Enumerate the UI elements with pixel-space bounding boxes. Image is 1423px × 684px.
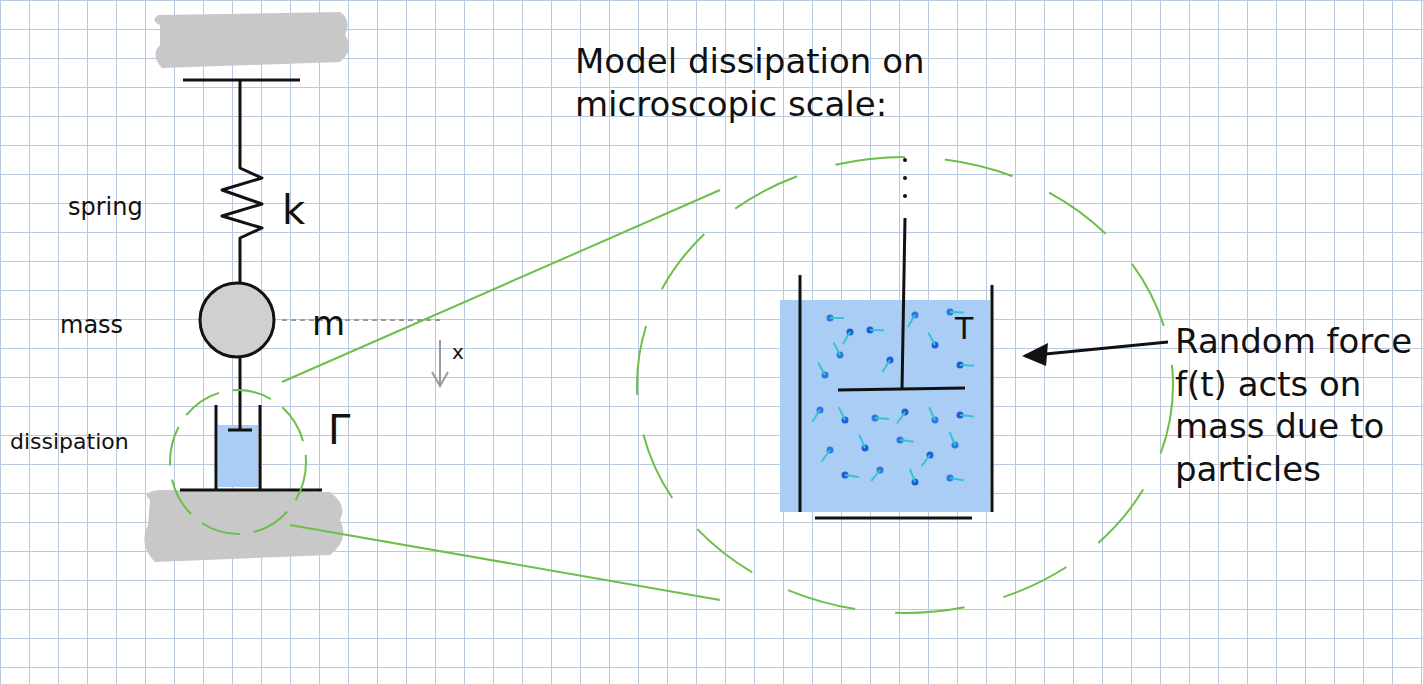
- parameter-symbol: k: [282, 185, 305, 235]
- callout-arrow-head: [1022, 343, 1048, 366]
- ellipsis-dot: [903, 176, 907, 180]
- note-text: Random force f(t) acts on mass due to pa…: [1175, 320, 1415, 490]
- plain-label: spring: [68, 192, 143, 222]
- particle-velocity: [960, 364, 974, 367]
- particle-velocity: [822, 450, 830, 461]
- particle-velocity: [929, 407, 935, 420]
- ellipsis-dot: [903, 158, 907, 162]
- ellipsis-dot: [903, 194, 907, 198]
- particle-velocity: [910, 469, 915, 482]
- particle-velocity: [870, 329, 884, 331]
- beaker-wall: [991, 285, 994, 512]
- particle-velocity: [830, 317, 844, 319]
- particle-velocity: [875, 418, 889, 419]
- particle-velocity: [812, 410, 820, 422]
- zoom-line: [290, 525, 720, 600]
- particle-velocity: [928, 333, 935, 345]
- temperature-symbol: T: [955, 310, 973, 348]
- zoom-region: [170, 390, 306, 534]
- beaker-bottom: [815, 517, 972, 520]
- spring-symbol: [222, 80, 262, 282]
- x-axis-arrow: [439, 340, 441, 385]
- mass-leader: [282, 319, 440, 321]
- particle-velocity: [871, 470, 880, 481]
- mass-rod: [239, 357, 242, 405]
- parameter-symbol: Γ: [328, 405, 350, 455]
- particle-velocity: [950, 432, 955, 445]
- particle-velocity: [922, 455, 930, 466]
- heading: Model dissipation on microscopic scale:: [575, 40, 1095, 125]
- particle-velocity: [839, 407, 845, 420]
- floor-ground: [144, 490, 343, 562]
- particle-velocity: [843, 332, 850, 344]
- particle-velocity: [950, 478, 964, 480]
- x-axis-head: [432, 372, 448, 386]
- dashpot-rod: [239, 405, 242, 430]
- particle-velocity: [897, 412, 905, 423]
- beaker-fluid: [780, 300, 990, 512]
- mass-symbol: [200, 283, 274, 357]
- particle-velocity: [908, 315, 915, 327]
- beaker-wall: [799, 275, 802, 512]
- particle-velocity: [859, 435, 865, 448]
- axis-label: x: [452, 340, 464, 365]
- parameter-symbol: m: [312, 302, 345, 345]
- dashpot-wall: [215, 405, 218, 490]
- particle-velocity: [900, 440, 914, 442]
- ceiling-ground: [154, 12, 349, 68]
- particle-velocity: [882, 360, 890, 372]
- particle-velocity: [845, 475, 859, 477]
- particle-velocity: [834, 343, 840, 355]
- particle-velocity: [818, 363, 825, 375]
- plain-label: mass: [60, 310, 123, 340]
- dashpot-wall: [259, 405, 262, 490]
- dashpot-fluid: [218, 425, 258, 487]
- zoom-region: [637, 157, 1173, 613]
- zoom-line: [282, 190, 720, 382]
- piston-plate: [838, 388, 965, 390]
- piston-rod: [902, 218, 905, 390]
- particles: [812, 309, 974, 486]
- plain-label: dissipation: [10, 428, 129, 456]
- particle-velocity: [960, 415, 974, 416]
